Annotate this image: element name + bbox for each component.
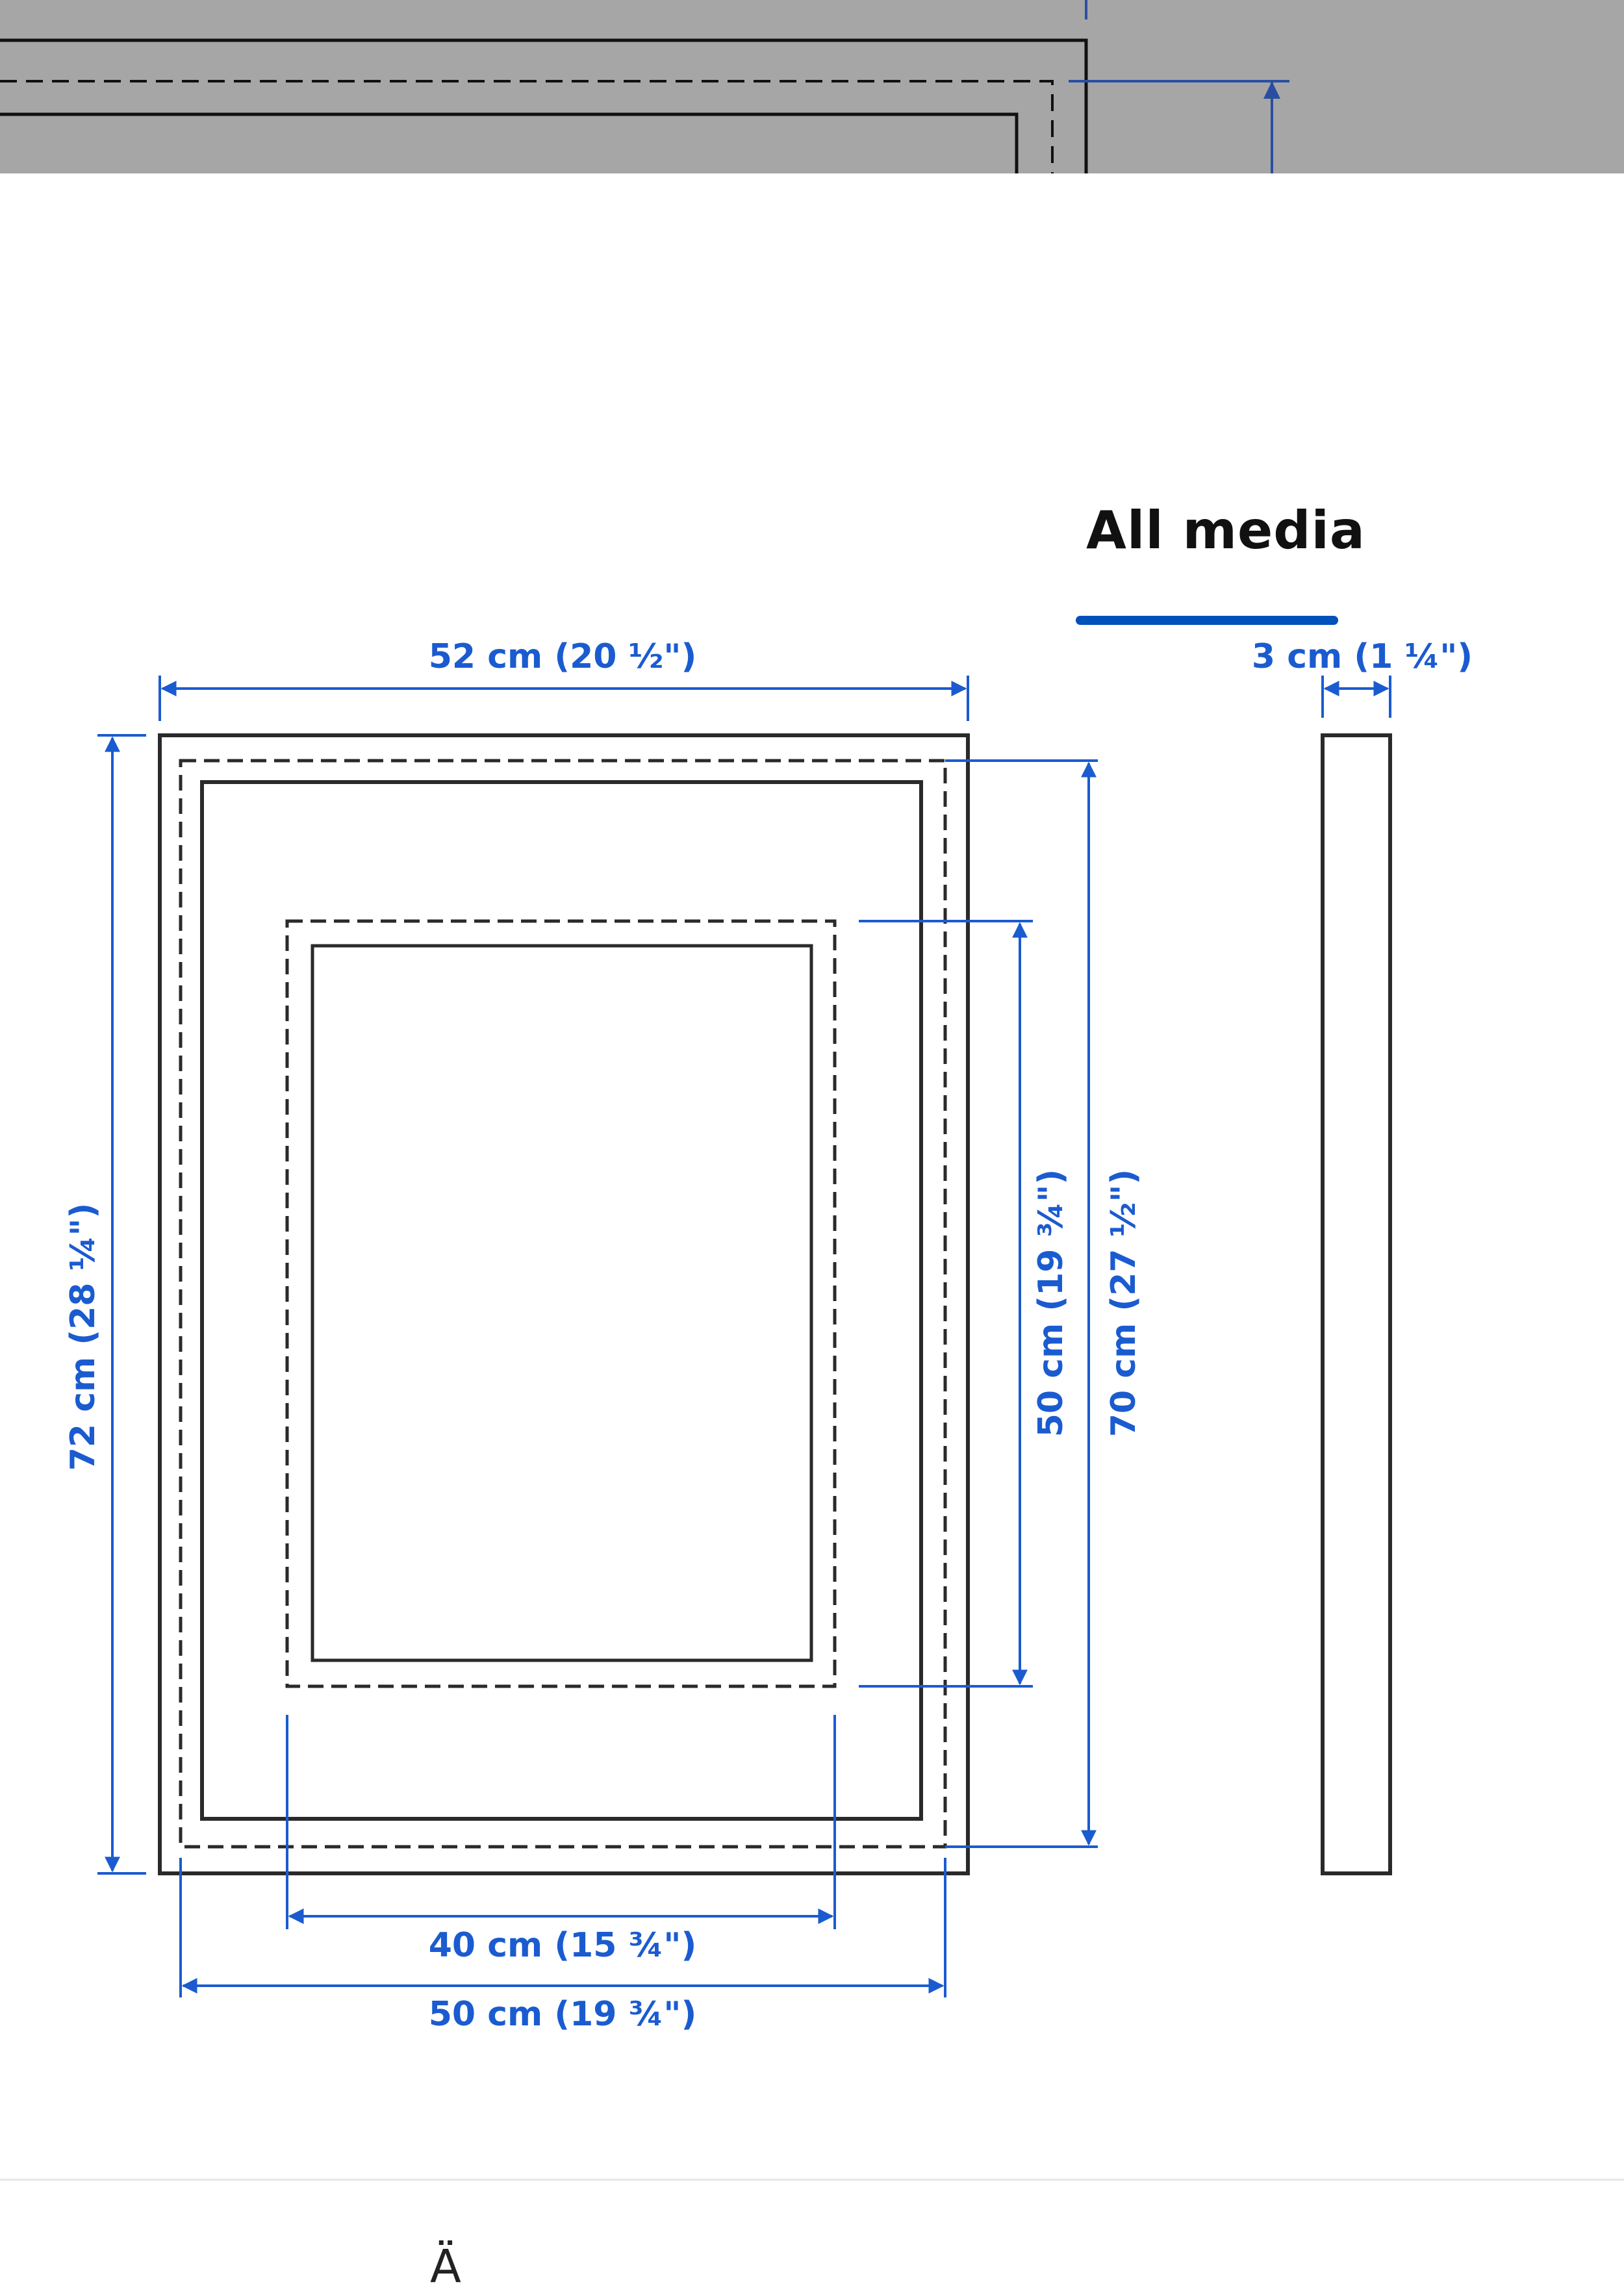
tab-all-media[interactable]: All media — [1086, 500, 1365, 561]
active-tab-indicator — [1076, 616, 1338, 625]
depth-label: 3 cm (1 ¼") — [1252, 637, 1473, 676]
mat-outline — [200, 780, 923, 1821]
dimension-drawing: 52 cm (20 ½") 3 cm (1 ¼") 72 cm (28 ¼") … — [64, 637, 1473, 2034]
picture-width-label: 40 cm (15 ¾") — [429, 1926, 697, 1965]
inner-height-label: 70 cm (27 ½") — [1104, 1169, 1143, 1438]
frame-outer-outline — [158, 733, 970, 1875]
picture-window-outline — [311, 944, 813, 1662]
section-divider — [0, 2179, 1624, 2181]
inner-width-label: 50 cm (19 ¾") — [429, 1995, 697, 2034]
frame-inner-dashed-outline — [179, 759, 947, 1849]
frame-width-label: 52 cm (20 ½") — [429, 637, 697, 676]
preview-thumbnail-drawing — [0, 0, 1289, 173]
frame-side-profile — [1321, 733, 1392, 1875]
frame-height-label: 72 cm (28 ¼") — [64, 1203, 103, 1471]
picture-dashed-outline — [285, 919, 837, 1688]
preview-thumbnail-strip[interactable] — [0, 0, 1624, 173]
next-section-heading-fragment: Ä — [430, 2240, 461, 2293]
picture-height-label: 50 cm (19 ¾") — [1032, 1169, 1071, 1438]
